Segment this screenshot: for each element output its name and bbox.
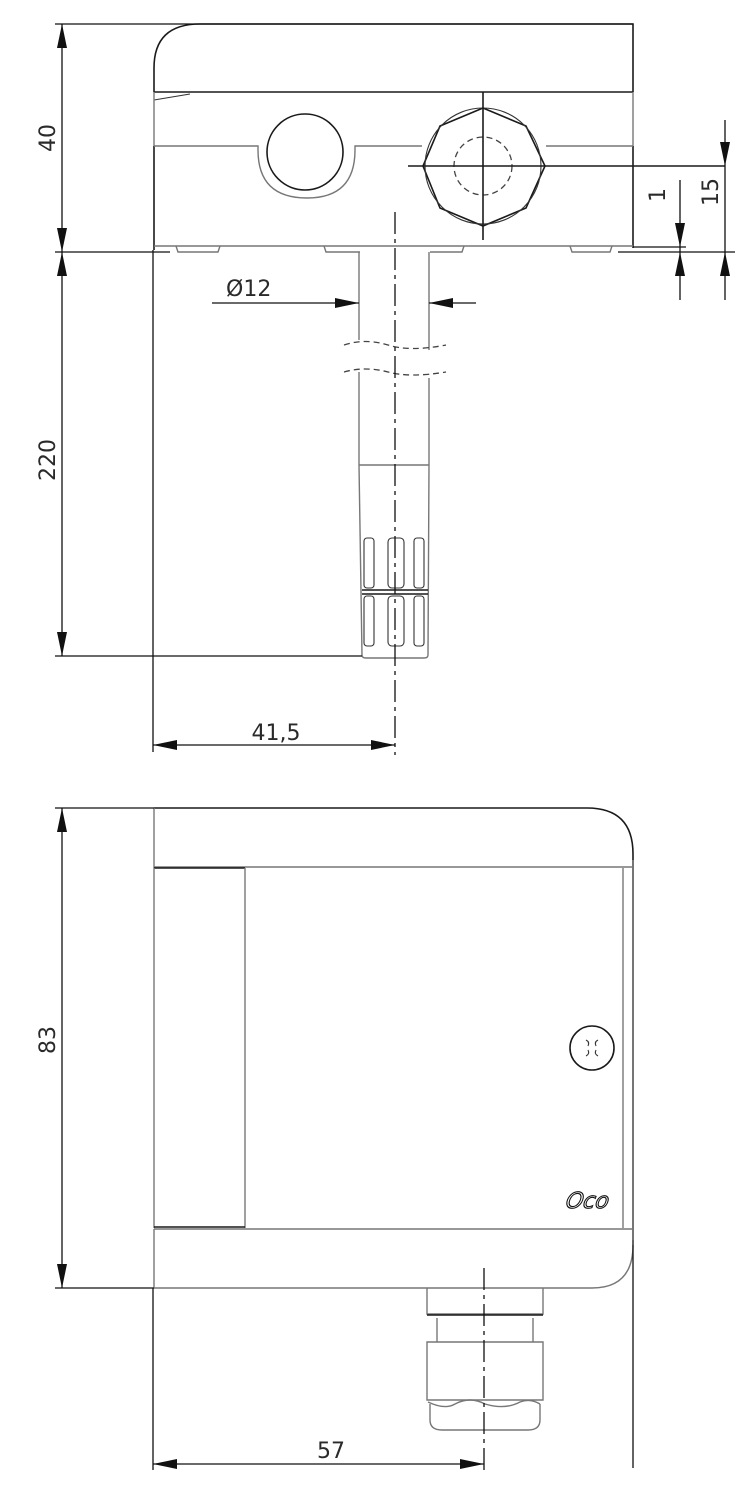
cable-gland-side bbox=[426, 1268, 544, 1470]
break-line-2 bbox=[343, 368, 447, 376]
dimension-gland-offset-57: 57 bbox=[152, 1240, 634, 1470]
dimension-probe-offset: 41,5 bbox=[152, 250, 395, 752]
knockout-hole bbox=[266, 113, 344, 191]
dimension-housing-depth: 83 bbox=[36, 807, 154, 1289]
dimension-housing-height: 40 bbox=[36, 23, 633, 253]
lid-chamfer bbox=[153, 93, 191, 101]
dim-label-41-5: 41,5 bbox=[252, 721, 301, 746]
dim-label-83: 83 bbox=[36, 1026, 61, 1054]
dimension-probe-diameter: Ø12 bbox=[212, 277, 476, 308]
probe bbox=[343, 212, 447, 755]
dimension-probe-length: 220 bbox=[36, 252, 362, 657]
screw-icon bbox=[569, 1025, 615, 1071]
housing-outline-top bbox=[154, 807, 634, 1240]
foot-4 bbox=[569, 245, 613, 253]
break-line-1 bbox=[343, 340, 447, 350]
foot-2 bbox=[323, 245, 360, 253]
ledge-line-left bbox=[154, 145, 422, 199]
dim-label-1: 1 bbox=[646, 188, 671, 202]
housing-outline-bottom bbox=[154, 1244, 634, 1289]
dimension-gland-offset-15: 15 bbox=[618, 120, 735, 300]
dim-label-57: 57 bbox=[317, 1439, 345, 1464]
dim-label-40: 40 bbox=[36, 124, 61, 152]
dim-label-dia12: Ø12 bbox=[226, 277, 271, 302]
foot-3 bbox=[430, 245, 465, 253]
top-view: Oco 83 57 bbox=[36, 807, 634, 1470]
front-view: 40 220 Ø12 41,5 bbox=[36, 23, 735, 755]
foot-1 bbox=[175, 245, 221, 253]
probe-tip bbox=[358, 464, 430, 659]
brand-logo: Oco bbox=[564, 1188, 611, 1214]
dimension-foot-height: 1 bbox=[633, 180, 686, 300]
housing-lid-outline bbox=[153, 23, 634, 92]
dim-label-15: 15 bbox=[699, 178, 724, 206]
dim-label-220: 220 bbox=[36, 439, 61, 481]
